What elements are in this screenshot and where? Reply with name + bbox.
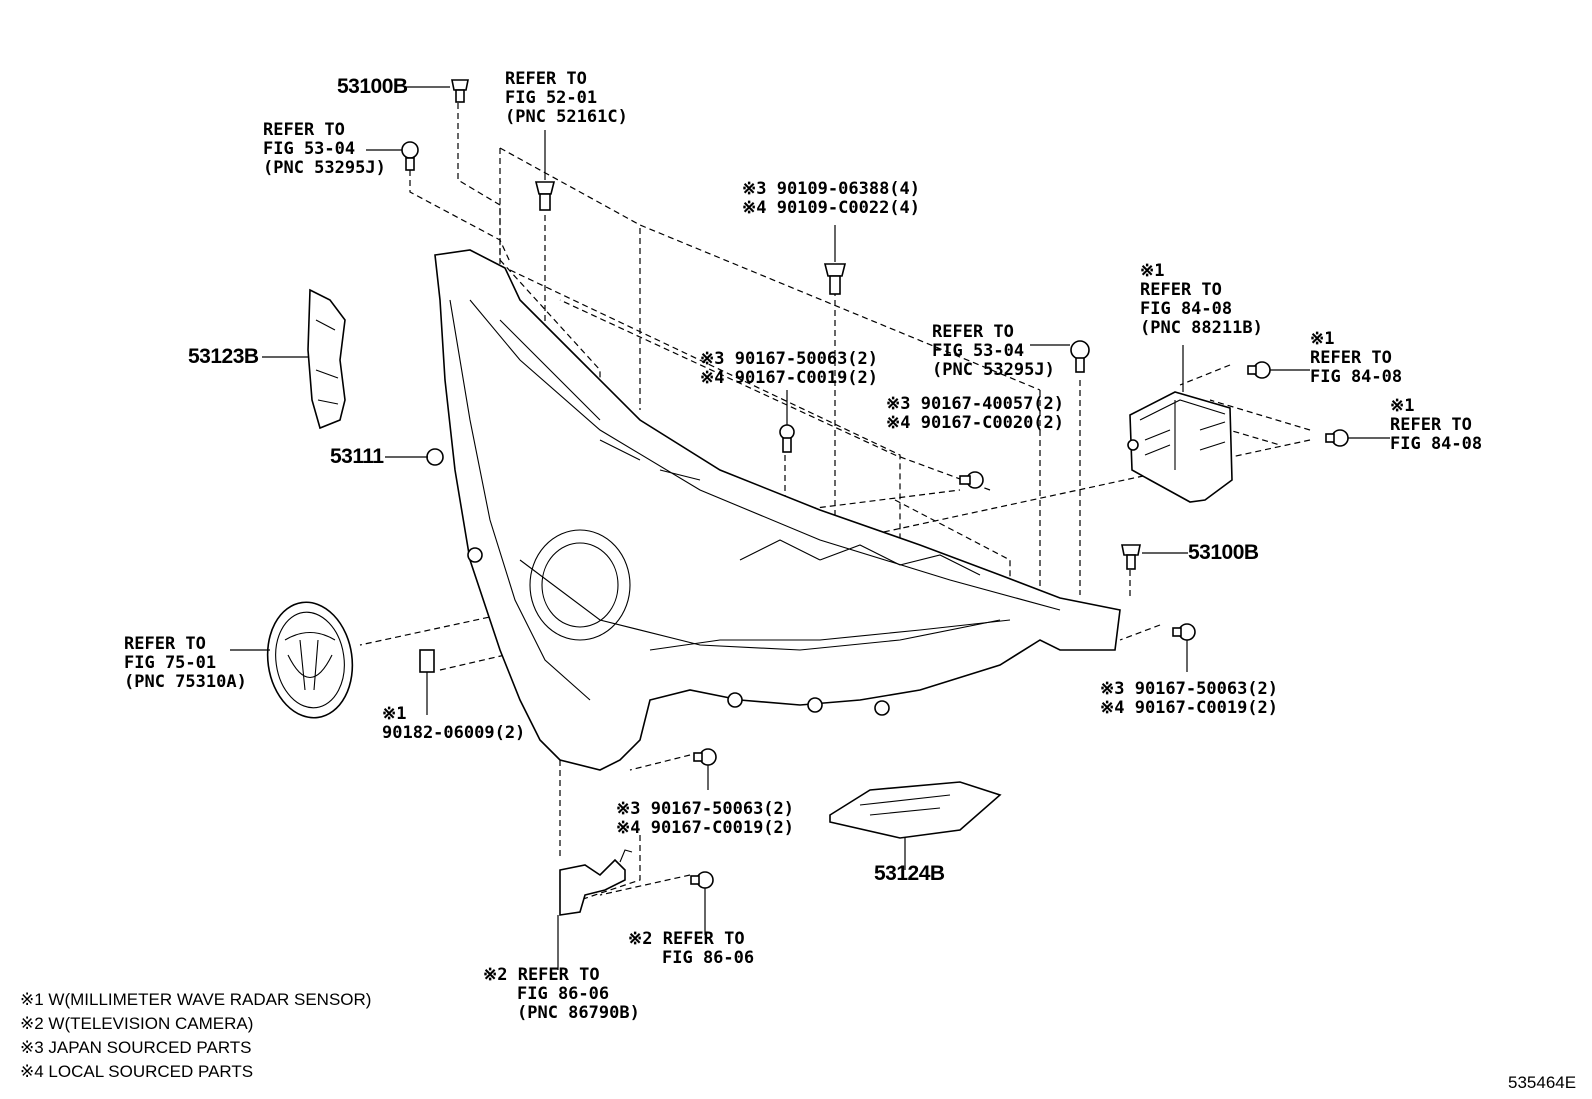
- camera-screw: [690, 871, 714, 935]
- callout-line: ※3 90167-50063(2): [616, 799, 795, 819]
- bolt-90109: [823, 225, 847, 295]
- callout-screw-90167-mid[interactable]: ※3 90167-50063(2)※4 90167-C0019(2): [700, 350, 878, 388]
- callout-line: ※4 90167-C0019(2): [1100, 698, 1279, 718]
- plate-53124b: [829, 781, 1002, 870]
- screw-90167-40057: [959, 471, 984, 489]
- emblem-75310a: [230, 601, 354, 719]
- clip-52161c: [534, 130, 556, 211]
- callout-line: ※3 90167-40057(2): [886, 394, 1065, 414]
- callout-screw-90167-right-low[interactable]: ※3 90167-50063(2)※4 90167-C0019(2): [1100, 680, 1278, 718]
- ref-line: (PNC 86790B): [517, 1003, 640, 1023]
- ref-line: FIG 53-04: [263, 139, 356, 159]
- ref-line: FIG 86-06: [517, 984, 610, 1004]
- camera-bracket: [557, 849, 633, 970]
- part-53124b[interactable]: 53124B: [874, 862, 945, 885]
- callout-line: ※3 90167-50063(2): [1100, 679, 1279, 699]
- ref-line: ※1: [1310, 329, 1335, 349]
- legend-item: ※3 JAPAN SOURCED PARTS: [20, 1038, 252, 1057]
- ref-line: ※2 REFER TO: [628, 929, 745, 949]
- legend-item: ※4 LOCAL SOURCED PARTS: [20, 1062, 254, 1081]
- ref-line: FIG 53-04: [932, 341, 1025, 361]
- callout-line: ※3 90109-06388(4): [742, 179, 921, 199]
- ref-line: (PNC 53295J): [263, 158, 386, 178]
- ref-line: REFER TO: [932, 322, 1014, 342]
- part-53123b[interactable]: 53123B: [188, 345, 259, 368]
- bracket-53123b: [262, 288, 346, 430]
- ref-line: ※2 REFER TO: [483, 965, 600, 985]
- clip-53100b-right: [1121, 544, 1188, 570]
- callout-line: ※4 90167-C0019(2): [700, 368, 879, 388]
- ref-line: (PNC 75310A): [124, 672, 247, 692]
- callout-line: ※4 90167-C0020(2): [886, 413, 1065, 433]
- ref-line: REFER TO: [263, 120, 345, 140]
- callout-line: ※4 90109-C0022(4): [742, 198, 921, 218]
- ref-line: REFER TO: [505, 69, 587, 89]
- ref-line: FIG 86-06: [662, 948, 755, 968]
- radar-screw-a: [1247, 361, 1310, 379]
- ref-line: ※1: [1140, 261, 1165, 281]
- legend-item: ※1 W(MILLIMETER WAVE RADAR SENSOR): [20, 990, 372, 1009]
- callout-screw-90167-bottom[interactable]: ※3 90167-50063(2)※4 90167-C0019(2): [616, 800, 794, 838]
- ref-line: (PNC 53295J): [932, 360, 1055, 380]
- ref-line: (PNC 52161C): [505, 107, 628, 127]
- nut-90182: [419, 649, 435, 715]
- part-53100b-top[interactable]: 53100B: [337, 75, 408, 98]
- callout-bolt-90109[interactable]: ※3 90109-06388(4)※4 90109-C0022(4): [742, 180, 920, 218]
- screw-90167-right-low: [1172, 623, 1196, 672]
- clip-53295j-left: [366, 141, 419, 171]
- catalog-id: 535464E: [1508, 1073, 1577, 1092]
- clip-53100b-top: [404, 79, 469, 103]
- callout-line: ※3 90167-50063(2): [700, 349, 879, 369]
- callout-line: ※4 90167-C0019(2): [616, 818, 795, 838]
- screw-90167-50063-mid: [779, 390, 795, 453]
- part-53111[interactable]: 53111: [330, 445, 384, 468]
- grille-53111: [385, 249, 1121, 771]
- callout-screw-90167-40057[interactable]: ※3 90167-40057(2)※4 90167-C0020(2): [886, 395, 1064, 433]
- ref-line: REFER TO: [1310, 348, 1392, 368]
- ref-line: (PNC 88211B): [1140, 318, 1263, 338]
- ref-line: REFER TO: [124, 634, 206, 654]
- legend-item: ※2 W(TELEVISION CAMERA): [20, 1014, 254, 1033]
- part-53100b-right[interactable]: 53100B: [1188, 541, 1259, 564]
- callout-line: ※1: [382, 704, 407, 724]
- ref-line: FIG 52-01: [505, 88, 598, 108]
- radar-sensor: [1127, 345, 1233, 503]
- clip-53295j-mid: [1030, 340, 1090, 373]
- ref-line: FIG 75-01: [124, 653, 217, 673]
- ref-line: ※1: [1390, 396, 1415, 416]
- ref-line: FIG 84-08: [1390, 434, 1483, 454]
- ref-line: FIG 84-08: [1310, 367, 1403, 387]
- ref-line: REFER TO: [1390, 415, 1472, 435]
- radar-screw-b: [1325, 429, 1390, 447]
- callout-line: 90182-06009(2): [382, 723, 526, 743]
- ref-line: FIG 84-08: [1140, 299, 1233, 319]
- screw-90167-bottom: [693, 748, 717, 790]
- ref-line: REFER TO: [1140, 280, 1222, 300]
